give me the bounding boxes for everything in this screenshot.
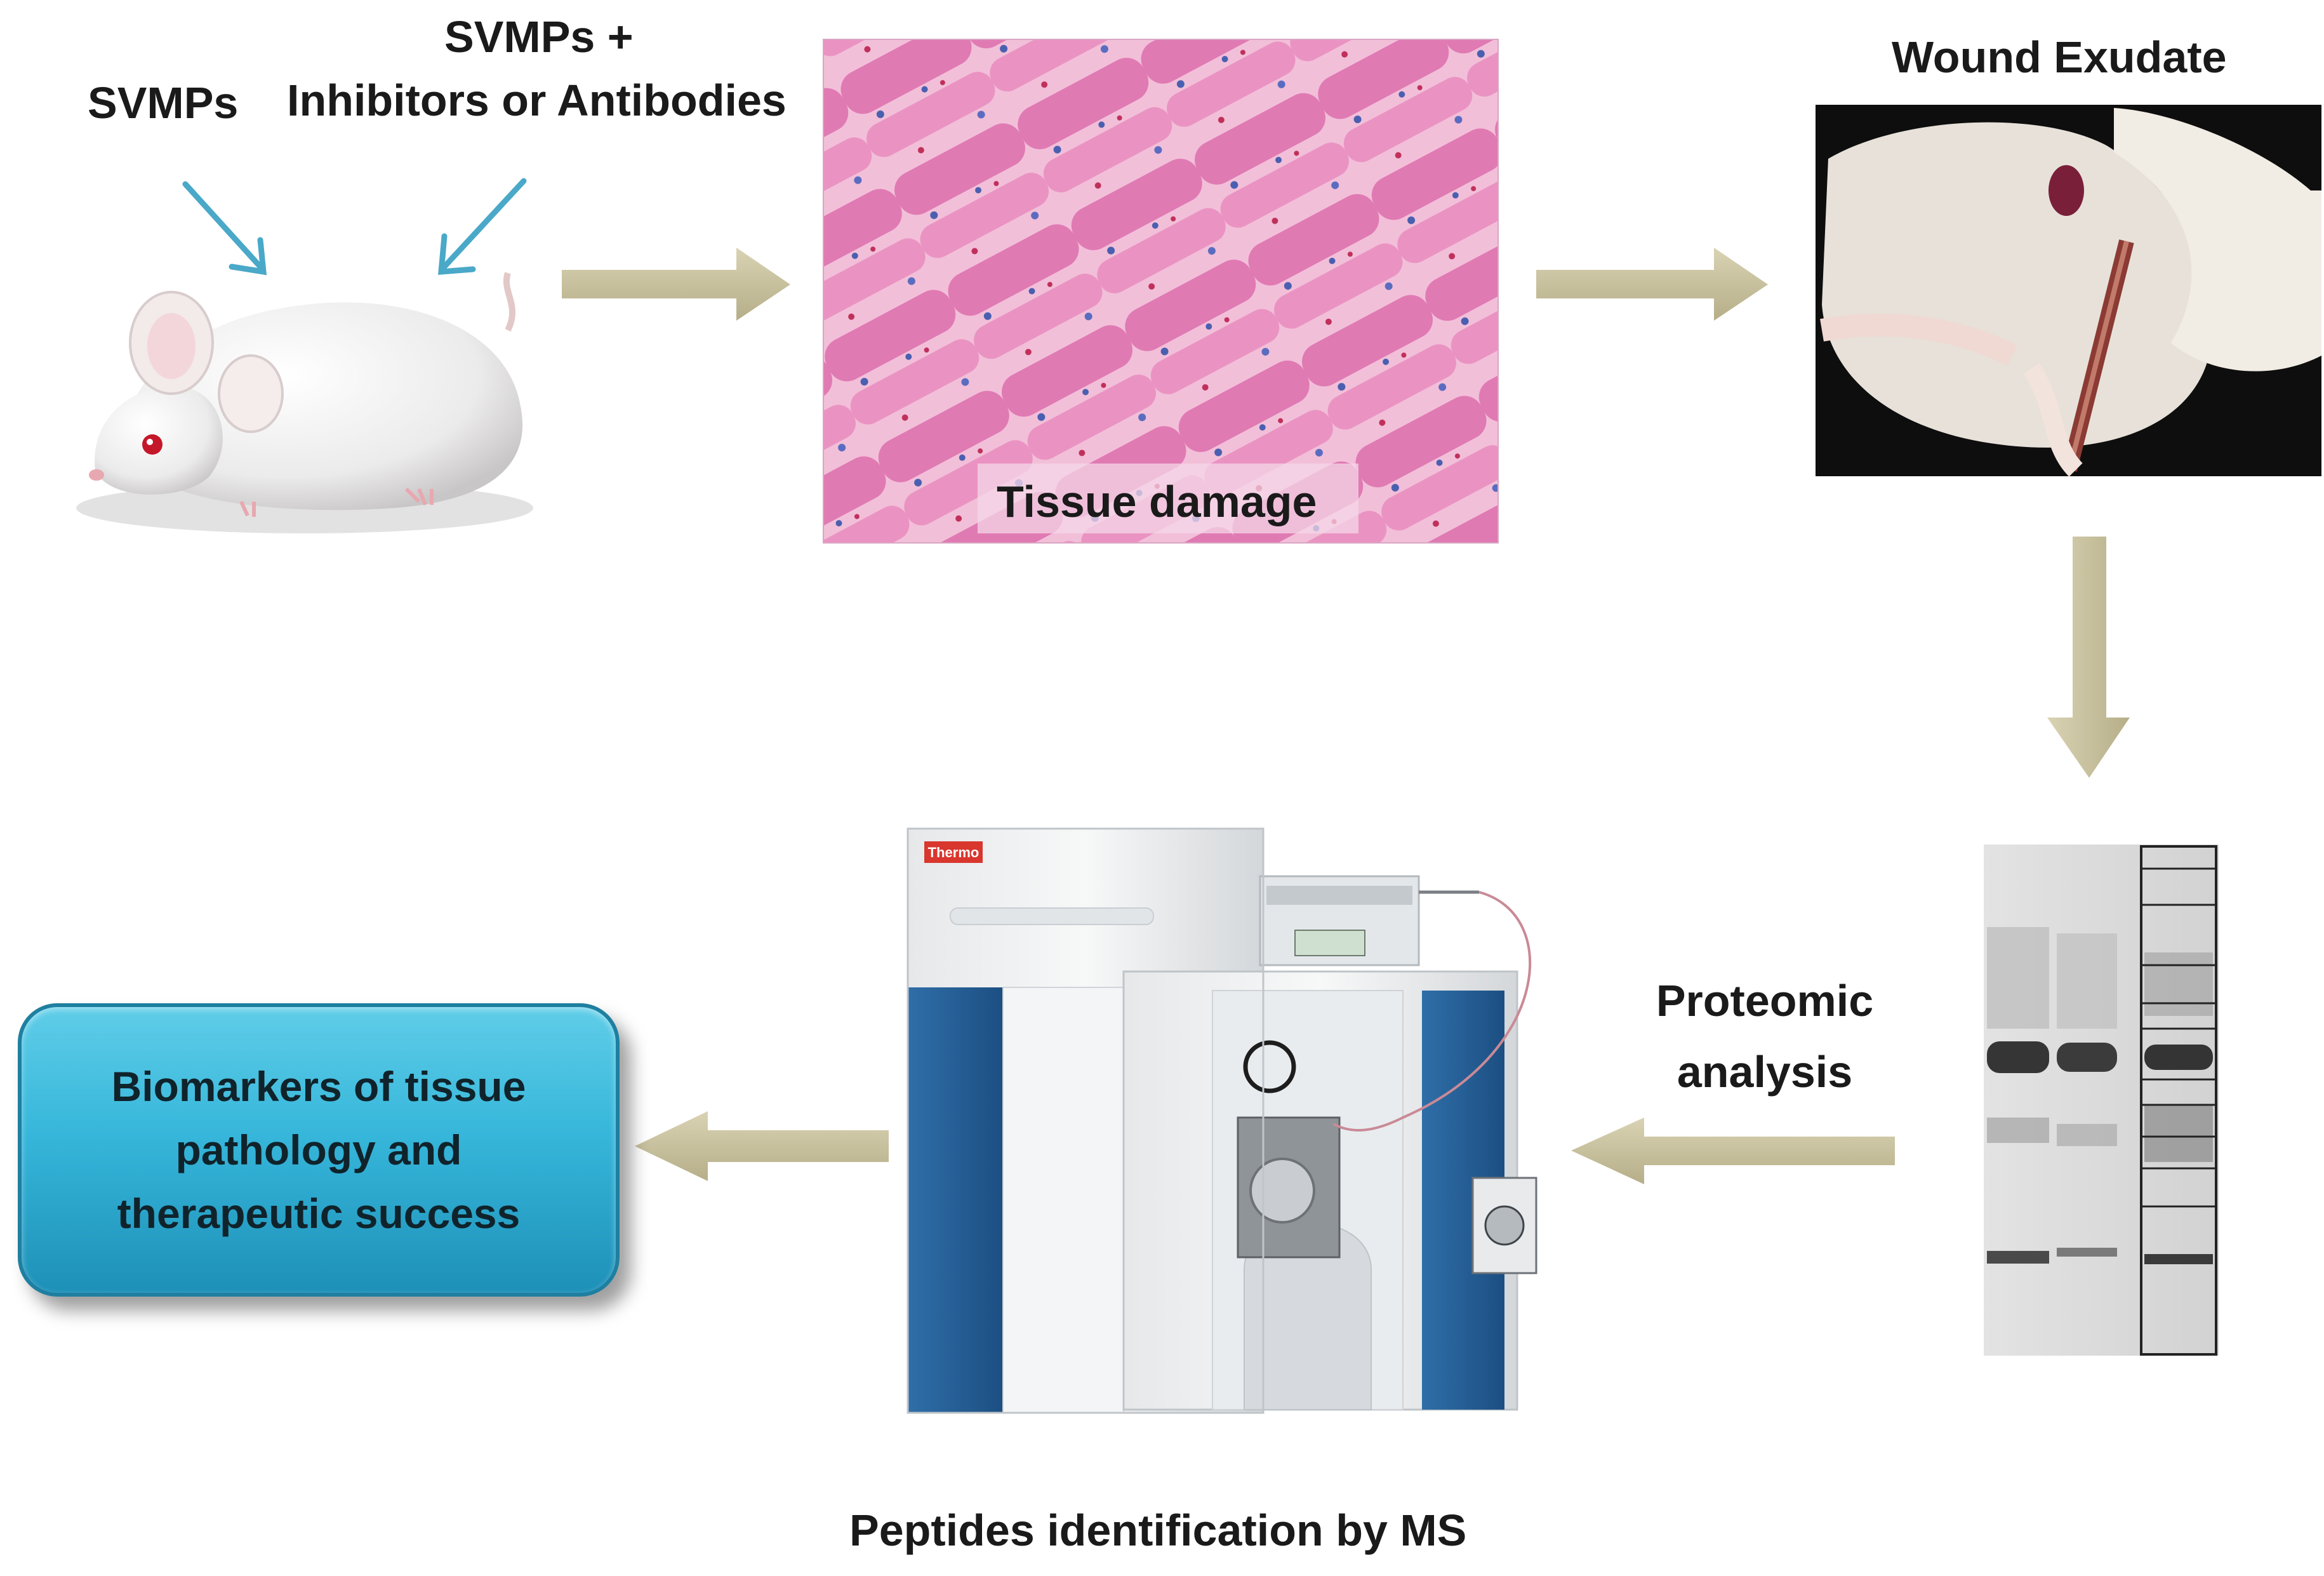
gel-lane-2 — [2057, 933, 2117, 1257]
input-arrow-svmps — [182, 181, 267, 276]
mouse-image — [76, 272, 533, 533]
svmps-label: SVMPs — [88, 78, 239, 128]
mass-spectrometer-image: Thermo — [906, 827, 1537, 1414]
flow-arrow-1 — [562, 248, 790, 321]
input-arrow-inhibitors — [438, 178, 527, 275]
biomarkers-line-3: therapeutic success — [117, 1190, 521, 1237]
biomarkers-line-2: pathology and — [175, 1126, 462, 1173]
biomarkers-line-1: Biomarkers of tissue — [111, 1063, 526, 1110]
proteomic-line-2: analysis — [1677, 1047, 1853, 1097]
flow-arrow-2 — [1536, 248, 1768, 321]
inhibitors-antibodies-label: Inhibitors or Antibodies — [287, 76, 787, 125]
flow-arrow-4 — [1571, 1118, 1895, 1184]
flow-arrow-5 — [635, 1111, 889, 1181]
biomarkers-box: Biomarkers of tissue pathology and thera… — [18, 1003, 620, 1297]
gel-image — [1984, 845, 2219, 1356]
gel-lane-3 — [2140, 845, 2217, 1356]
wound-exudate-label: Wound Exudate — [1892, 32, 2227, 82]
tissue-image — [823, 39, 1499, 544]
flow-arrow-3 — [2047, 537, 2130, 778]
instrument-brand-text: Thermo — [928, 845, 979, 860]
gel-lane-1 — [1987, 927, 2049, 1264]
svmps-plus-label: SVMPs + — [444, 12, 634, 62]
wound-exudate-image — [1816, 105, 2321, 477]
tissue-damage-label: Tissue damage — [997, 477, 1317, 526]
proteomic-analysis-label: Proteomic analysis — [1625, 965, 1904, 1107]
biomarkers-text: Biomarkers of tissue pathology and thera… — [112, 1055, 526, 1245]
proteomic-line-1: Proteomic — [1656, 976, 1874, 1025]
peptides-identification-label: Peptides identification by MS — [849, 1506, 1467, 1555]
